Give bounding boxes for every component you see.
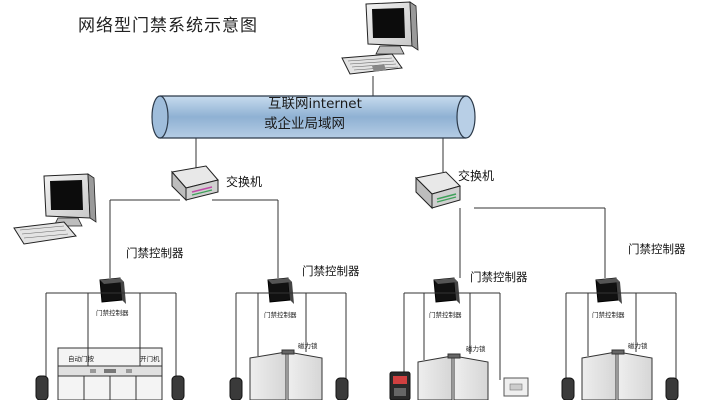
connection-lines bbox=[109, 76, 606, 278]
computer-icon-top bbox=[341, 1, 419, 75]
network-label-line2: 或企业局域网 bbox=[264, 116, 345, 132]
switch-label: 交换机 bbox=[458, 169, 495, 183]
controller-box-caption: 门禁控制器 bbox=[592, 311, 625, 319]
computer-icon-left bbox=[13, 173, 97, 245]
controller-box-icon bbox=[267, 277, 294, 304]
door-opener-label: 开门机 bbox=[140, 355, 160, 363]
controller-label: 门禁控制器 bbox=[302, 264, 360, 278]
card-reader-icon bbox=[561, 377, 575, 400]
door-group-2 bbox=[235, 292, 347, 400]
auto-door-button-label: 自动门按 bbox=[68, 355, 94, 363]
controller-box-caption: 门禁控制器 bbox=[429, 311, 462, 319]
magnetic-lock-label: 磁力锁 bbox=[466, 345, 486, 353]
fingerprint-reader-icon bbox=[389, 371, 411, 400]
controller-label: 门禁控制器 bbox=[126, 246, 184, 260]
door-group-1 bbox=[45, 292, 177, 400]
controller-box-icon bbox=[99, 277, 126, 304]
magnetic-lock-label: 磁力锁 bbox=[628, 342, 648, 350]
magnetic-lock-label: 磁力锁 bbox=[298, 342, 318, 350]
switch-icon-left bbox=[171, 165, 219, 202]
diagram-title: 网络型门禁系统示意图 bbox=[78, 16, 258, 36]
controller-box-caption: 门禁控制器 bbox=[96, 309, 129, 317]
exit-button-icon bbox=[503, 377, 529, 397]
card-reader-icon bbox=[171, 375, 185, 400]
controller-label: 门禁控制器 bbox=[628, 242, 686, 256]
network-pipe bbox=[151, 95, 476, 139]
card-reader-icons bbox=[35, 375, 679, 400]
card-reader-icon bbox=[35, 375, 49, 400]
card-reader-icon bbox=[229, 377, 243, 400]
switch-label: 交换机 bbox=[226, 175, 263, 189]
switch-icon-right bbox=[414, 171, 461, 210]
controller-label: 门禁控制器 bbox=[470, 270, 528, 284]
controller-box-icon bbox=[433, 277, 460, 304]
card-reader-icon bbox=[665, 377, 679, 400]
network-label-line1: 互联网internet bbox=[268, 96, 362, 112]
door-group-4 bbox=[565, 292, 677, 400]
controller-box-icons bbox=[99, 277, 622, 304]
controller-box-caption: 门禁控制器 bbox=[264, 311, 297, 319]
card-reader-icon bbox=[335, 377, 349, 400]
controller-box-icon bbox=[595, 277, 622, 304]
